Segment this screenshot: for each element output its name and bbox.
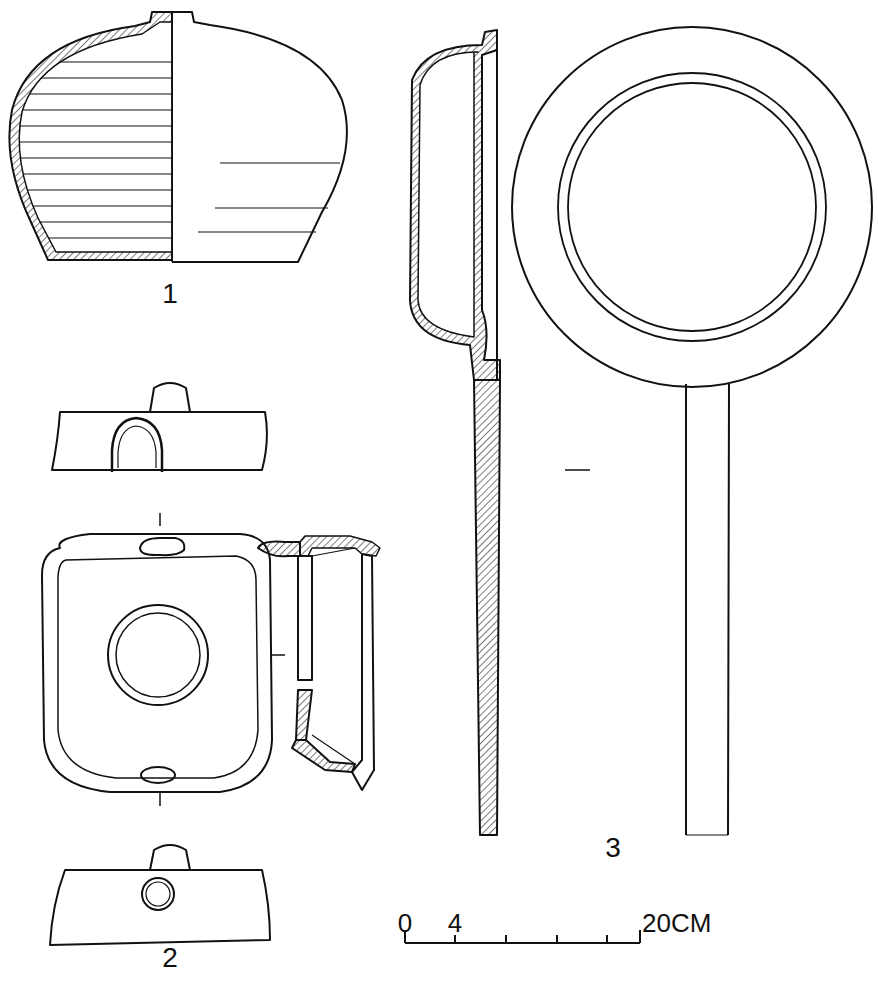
jar-section: [9, 12, 172, 260]
jar-exterior: [172, 12, 347, 262]
figure-number: 2: [162, 944, 178, 972]
scale-bar: [405, 930, 640, 943]
ladle-section: [410, 30, 500, 835]
lamp-side-view: [52, 383, 267, 526]
lamp-end-view: [50, 845, 270, 945]
lamp-section-view: [258, 536, 380, 790]
scale-label: 20CM: [642, 910, 711, 936]
scale-label: 0: [398, 910, 412, 936]
scale-label: 4: [448, 910, 462, 936]
figure-number: 3: [605, 834, 621, 862]
figure-number: 1: [162, 280, 178, 308]
lamp-plan-view: [42, 534, 285, 806]
ladle-front-view: [512, 27, 872, 835]
